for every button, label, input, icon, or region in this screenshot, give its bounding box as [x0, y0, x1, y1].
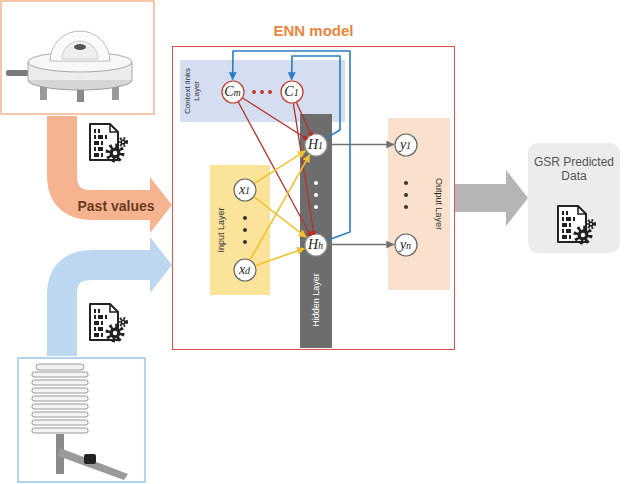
layer-label: Hidden Layer [310, 255, 320, 345]
neuron-symbol: C1 [284, 85, 298, 99]
neuron-symbol: y1 [400, 138, 411, 152]
data-icon [90, 124, 127, 160]
layer-band: Output Layer y1 yn [388, 118, 450, 290]
neuron-symbol: Cm [224, 85, 241, 99]
layer-band: Hidden Layer H1Hh [300, 114, 332, 348]
connector [250, 155, 309, 259]
connector-head [506, 170, 528, 226]
connector-line [254, 197, 306, 237]
neuron-symbol: Hh [308, 238, 323, 252]
neuron-outline [281, 81, 303, 103]
neuron-circle: x1 [233, 178, 257, 202]
neuron-circle: yn [394, 233, 418, 257]
connector [233, 51, 350, 240]
connector-line [250, 155, 309, 259]
neuron-circle: Cm [221, 80, 245, 104]
layer-label: Output Layer [433, 124, 443, 284]
neuron-circle: H1 [304, 133, 328, 157]
temperature-sensor-photo [18, 358, 145, 482]
model-title: ENN model [273, 22, 353, 39]
connector-line [238, 102, 310, 234]
connector [256, 248, 304, 265]
pyranometer-photo [1, 1, 154, 114]
connector [293, 103, 313, 232]
neuron-outline [395, 134, 417, 156]
connector-line [255, 151, 306, 183]
neuron-circle: y1 [394, 133, 418, 157]
connector [254, 197, 306, 237]
layer-label: Input Layer [215, 170, 225, 290]
connector [292, 56, 340, 138]
data-icon [558, 206, 595, 242]
box-label: GSR Predicted Data [528, 143, 620, 184]
connector-line [233, 51, 350, 240]
connector-line [292, 56, 340, 138]
connector [238, 102, 310, 234]
neuron-symbol: x1 [239, 183, 250, 197]
sensor-input-arrow [62, 237, 172, 356]
label-holder: Past values [70, 197, 162, 215]
connector-line [296, 102, 310, 133]
connector [328, 144, 394, 145]
connector-shaft [455, 184, 507, 212]
connector-line [328, 244, 394, 246]
neuron-outline [305, 234, 327, 256]
neuron-circle: Hh [304, 233, 328, 257]
connector [455, 170, 528, 226]
arrow-label: Past values [77, 198, 154, 214]
layer-band: Input Layer x1 xd [210, 165, 270, 295]
neuron-circle: xd [233, 258, 257, 282]
neuron-outline [234, 259, 256, 281]
neuron-symbol: H1 [308, 138, 323, 152]
neuron-circle: C1 [280, 80, 304, 104]
past-values-arrow [62, 116, 172, 233]
layer-label: Context links Layer [182, 62, 200, 120]
neuron-symbol: xd [239, 263, 250, 277]
connector [255, 151, 306, 183]
connector-line [256, 248, 304, 265]
neuron-outline [395, 234, 417, 256]
neuron-outline [222, 81, 244, 103]
ellipsis-dots [243, 90, 408, 244]
connector-line [293, 103, 313, 232]
connector-line [328, 144, 394, 146]
heading-holder: ENN model [173, 22, 454, 40]
neuron-outline [305, 134, 327, 156]
data-icon [90, 304, 127, 340]
neuron-symbol: yn [400, 238, 411, 252]
neuron-outline [234, 179, 256, 201]
connector [296, 102, 310, 133]
model-frame: ENN modelContext links LayerCmC1Input La… [172, 46, 455, 350]
connector [328, 244, 394, 245]
